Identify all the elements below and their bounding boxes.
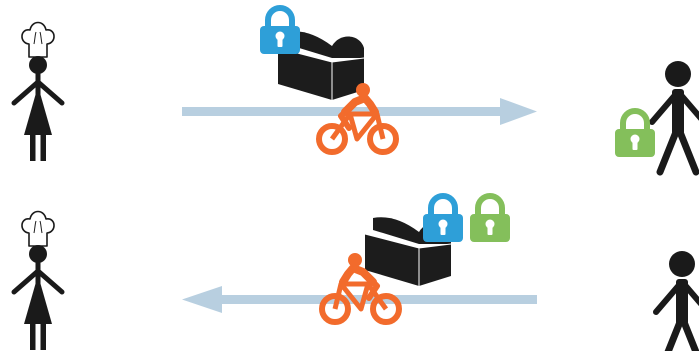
padlock-icon xyxy=(423,196,463,242)
padlock-icon xyxy=(615,111,655,157)
man-icon xyxy=(652,61,699,172)
padlock-icon xyxy=(470,196,510,242)
step-1 xyxy=(14,8,699,172)
padlock-icon xyxy=(260,8,300,54)
chef-woman-icon xyxy=(14,212,62,351)
chef-woman-icon xyxy=(14,23,62,162)
man-icon xyxy=(656,251,699,351)
step-2 xyxy=(14,196,699,351)
